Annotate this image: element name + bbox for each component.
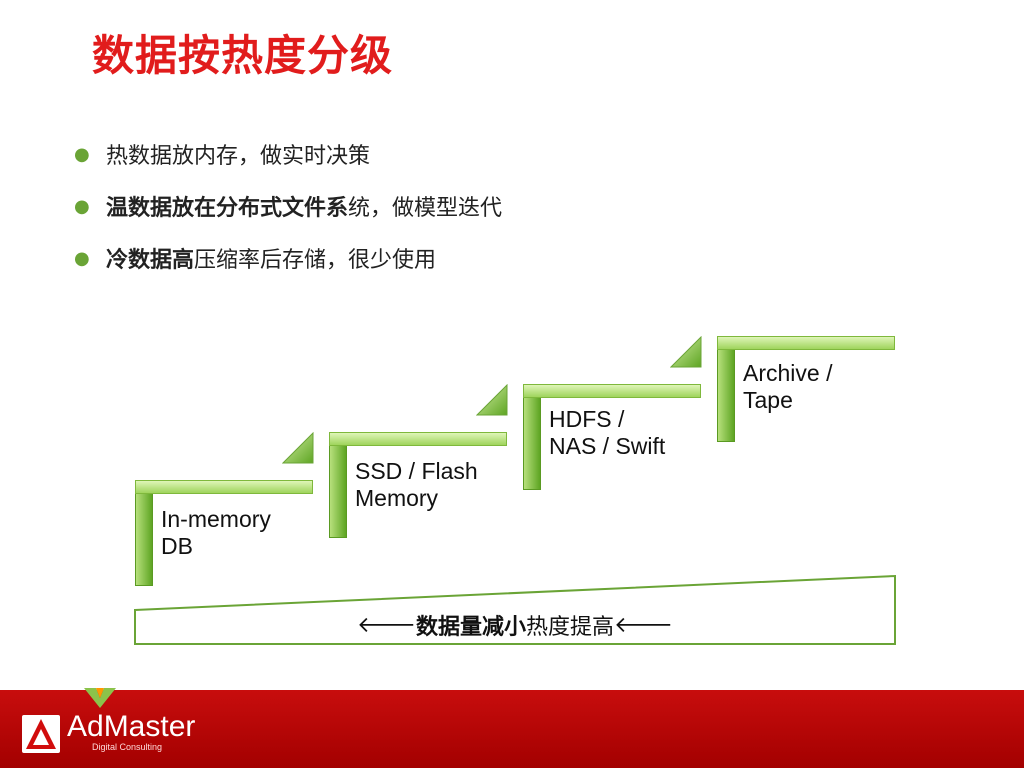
bullet-dot-icon: ● xyxy=(74,195,90,217)
arrow-left-icon: 🡐 xyxy=(614,613,674,638)
admaster-v-icon xyxy=(84,688,116,708)
bullet-bold-text: 温数据放在分布式文件系 xyxy=(106,196,349,221)
arrow-left-icon: 🡐 xyxy=(356,613,416,638)
bullet-item: ● 温数据放在分布式文件系 统，做模型迭代 xyxy=(72,180,502,232)
step-hdfs-nas: HDFS /NAS / Swift xyxy=(523,384,701,490)
logo-name: AdMaster xyxy=(67,710,196,743)
step-archive-tape: Archive /Tape xyxy=(717,336,895,442)
trend-caption: 🡐 数据量减小 热度提高 🡐 xyxy=(136,606,894,644)
bullet-item: ● 冷数据高 压缩率后存储，很少使用 xyxy=(72,232,502,284)
bullet-dot-icon: ● xyxy=(74,247,90,269)
bullet-bold-text: 冷数据高 xyxy=(106,248,195,273)
logo-subtitle: Digital Consulting xyxy=(92,742,163,752)
bullet-item: ● 热数据放内存，做实时决策 xyxy=(72,128,502,180)
caption-text: 热度提高 xyxy=(526,615,615,640)
logo-icon xyxy=(22,715,60,753)
bullet-dot-icon: ● xyxy=(74,143,90,165)
step-label: Archive /Tape xyxy=(743,360,833,413)
step-arrow-icon xyxy=(282,432,314,464)
bullet-text: 统，做模型迭代 xyxy=(348,196,503,221)
bullet-list: ● 热数据放内存，做实时决策 ● 温数据放在分布式文件系 统，做模型迭代 ● 冷… xyxy=(72,128,502,284)
step-arrow-icon xyxy=(670,336,702,368)
step-label: HDFS /NAS / Swift xyxy=(549,406,666,459)
bullet-text: 热数据放内存，做实时决策 xyxy=(106,144,371,169)
step-arrow-icon xyxy=(476,384,508,416)
volume-wedge xyxy=(134,574,896,645)
slide-title: 数据按热度分级 xyxy=(92,31,394,80)
caption-bold: 数据量减小 xyxy=(415,615,526,640)
footer-bar xyxy=(0,690,1024,768)
bullet-text: 压缩率后存储，很少使用 xyxy=(194,248,437,273)
